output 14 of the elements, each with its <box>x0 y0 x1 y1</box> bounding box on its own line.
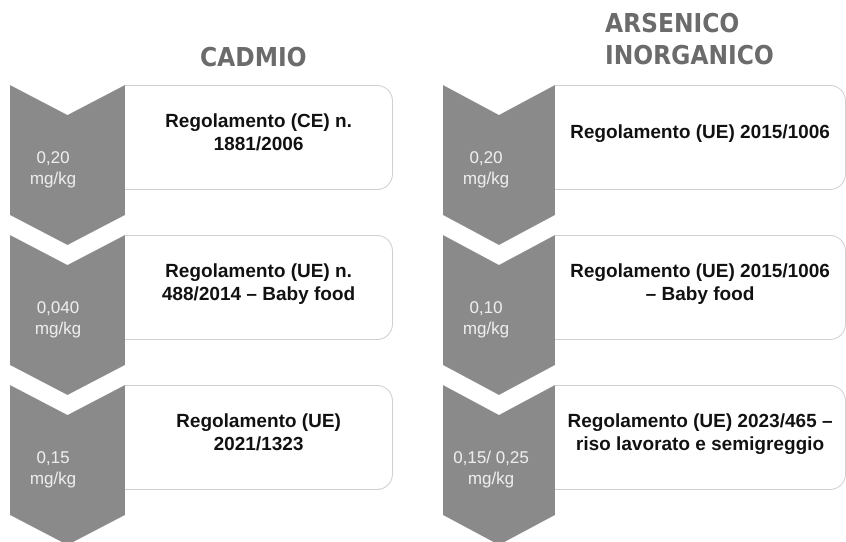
regulation-box: Regolamento (UE) 2021/1323 <box>125 385 393 490</box>
regulation-box: Regolamento (UE) 2023/465 – riso lavorato e semigreggio <box>555 385 846 490</box>
limit-value: 0,040 mg/kg <box>34 297 82 339</box>
regulation-box: Regolamento (CE) n. 1881/2006 <box>125 85 393 190</box>
limit-value: 0,15 mg/kg <box>28 447 78 489</box>
regulation-box: Regolamento (UE) n. 488/2014 – Baby food <box>125 235 393 340</box>
limit-value: 0,15/ 0,25 mg/kg <box>452 447 530 489</box>
column-heading: CADMIO <box>200 42 308 74</box>
limit-value: 0,20 mg/kg <box>462 147 510 189</box>
regulation-box: Regolamento (UE) 2015/1006 <box>555 85 846 190</box>
limit-value: 0,10 mg/kg <box>462 297 510 339</box>
regulation-box: Regolamento (UE) 2015/1006 – Baby food <box>555 235 846 340</box>
column-heading: ARSENICO INORGANICO <box>605 8 775 72</box>
limit-value: 0,20 mg/kg <box>28 147 78 189</box>
